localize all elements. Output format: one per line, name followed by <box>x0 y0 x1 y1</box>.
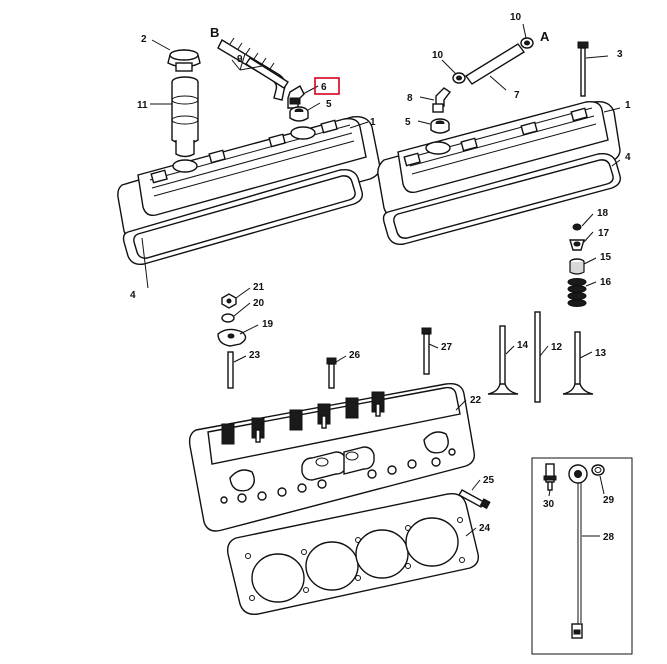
callout-6-highlight-box <box>314 77 340 95</box>
callout-25[interactable]: 25 <box>483 475 495 486</box>
grommet-left[interactable] <box>289 106 309 122</box>
valve-seal[interactable] <box>569 258 585 275</box>
callout-1-left[interactable]: 1 <box>370 117 376 128</box>
rocker-nut[interactable] <box>221 293 237 309</box>
grommet-upper-right[interactable] <box>520 37 534 49</box>
valve-cover-gasket-right[interactable] <box>382 152 622 246</box>
valve-keepers[interactable] <box>572 223 582 231</box>
valve-spring-retainer[interactable] <box>569 239 585 251</box>
callout-10-upper[interactable]: 10 <box>510 12 522 23</box>
callout-20[interactable]: 20 <box>253 298 265 309</box>
callout-7[interactable]: 7 <box>514 90 520 101</box>
callout-16[interactable]: 16 <box>600 277 612 288</box>
head-gasket[interactable] <box>226 493 480 615</box>
callout-2[interactable]: 2 <box>141 34 147 45</box>
breather-tube[interactable] <box>171 76 199 158</box>
rocker-arm[interactable] <box>217 328 247 347</box>
callout-17[interactable]: 17 <box>598 228 610 239</box>
exhaust-valve[interactable] <box>562 331 594 395</box>
leader-lines <box>141 23 621 537</box>
callout-5-right[interactable]: 5 <box>405 117 411 128</box>
callout-numbers: 2 9 6 5 11 1 4 10 10 3 8 7 5 1 4 18 17 1… <box>130 12 631 543</box>
callout-15[interactable]: 15 <box>600 252 612 263</box>
gasket-holes <box>245 517 465 601</box>
valve-cover-gasket-left[interactable] <box>122 168 364 266</box>
rocker-stud[interactable] <box>227 351 234 389</box>
callout-8[interactable]: 8 <box>407 93 413 104</box>
valve-spring[interactable] <box>567 278 587 307</box>
cylinder-head[interactable] <box>188 383 476 532</box>
sensor-cap[interactable] <box>591 464 605 476</box>
label-b: B <box>210 25 219 40</box>
callout-12[interactable]: 12 <box>551 342 563 353</box>
callout-28[interactable]: 28 <box>603 532 615 543</box>
rocker-arm-parts <box>217 293 432 389</box>
callout-13[interactable]: 13 <box>595 348 607 359</box>
elbow-fitting[interactable] <box>432 87 452 113</box>
vent-hose[interactable] <box>217 37 289 101</box>
right-valve-cover-group <box>377 37 622 246</box>
rocker-ball[interactable] <box>221 313 235 323</box>
valve-train-parts <box>487 223 594 403</box>
label-a: A <box>540 29 550 44</box>
head-bolt-long[interactable] <box>421 327 432 375</box>
temperature-sensor-fitting[interactable] <box>543 463 557 491</box>
callout-11[interactable]: 11 <box>137 100 148 111</box>
callout-14[interactable]: 14 <box>517 340 529 351</box>
callout-24[interactable]: 24 <box>479 523 491 534</box>
grommet-right[interactable] <box>430 118 450 134</box>
head-bolt-angled[interactable] <box>458 489 491 510</box>
sensor-harness[interactable] <box>568 464 588 639</box>
callout-18[interactable]: 18 <box>597 208 609 219</box>
callout-1-right[interactable]: 1 <box>625 100 631 111</box>
callout-21[interactable]: 21 <box>253 282 265 293</box>
breather-hose[interactable] <box>464 43 526 85</box>
pushrod[interactable] <box>534 311 541 403</box>
callout-3[interactable]: 3 <box>617 49 623 60</box>
callout-29[interactable]: 29 <box>603 495 615 506</box>
callout-26[interactable]: 26 <box>349 350 361 361</box>
grommet-lower-right[interactable] <box>452 72 466 84</box>
callout-23[interactable]: 23 <box>249 350 261 361</box>
callout-19[interactable]: 19 <box>262 319 274 330</box>
callout-22[interactable]: 22 <box>470 395 482 406</box>
valve-cover-bolt[interactable] <box>577 41 589 97</box>
head-bolt-short[interactable] <box>326 357 337 389</box>
oil-fill-cap[interactable] <box>167 49 201 72</box>
callout-30[interactable]: 30 <box>543 499 555 510</box>
head-valve-springs <box>221 391 385 445</box>
callout-4-left[interactable]: 4 <box>130 290 136 301</box>
sensor-inset-box <box>531 457 633 655</box>
callout-27[interactable]: 27 <box>441 342 453 353</box>
callout-5-left[interactable]: 5 <box>326 99 332 110</box>
valve-cover-right[interactable] <box>377 100 621 219</box>
intake-valve[interactable] <box>487 325 519 395</box>
pcv-valve[interactable] <box>287 85 305 109</box>
left-valve-cover-group <box>117 37 381 266</box>
callout-10-lower[interactable]: 10 <box>432 50 444 61</box>
exhaust-ports <box>229 431 449 492</box>
callout-6[interactable]: 6 <box>321 82 327 93</box>
callout-4-right[interactable]: 4 <box>625 152 631 163</box>
head-bolt-holes <box>220 448 456 504</box>
valve-cover-left[interactable] <box>117 116 381 242</box>
callout-9[interactable]: 9 <box>237 54 243 65</box>
